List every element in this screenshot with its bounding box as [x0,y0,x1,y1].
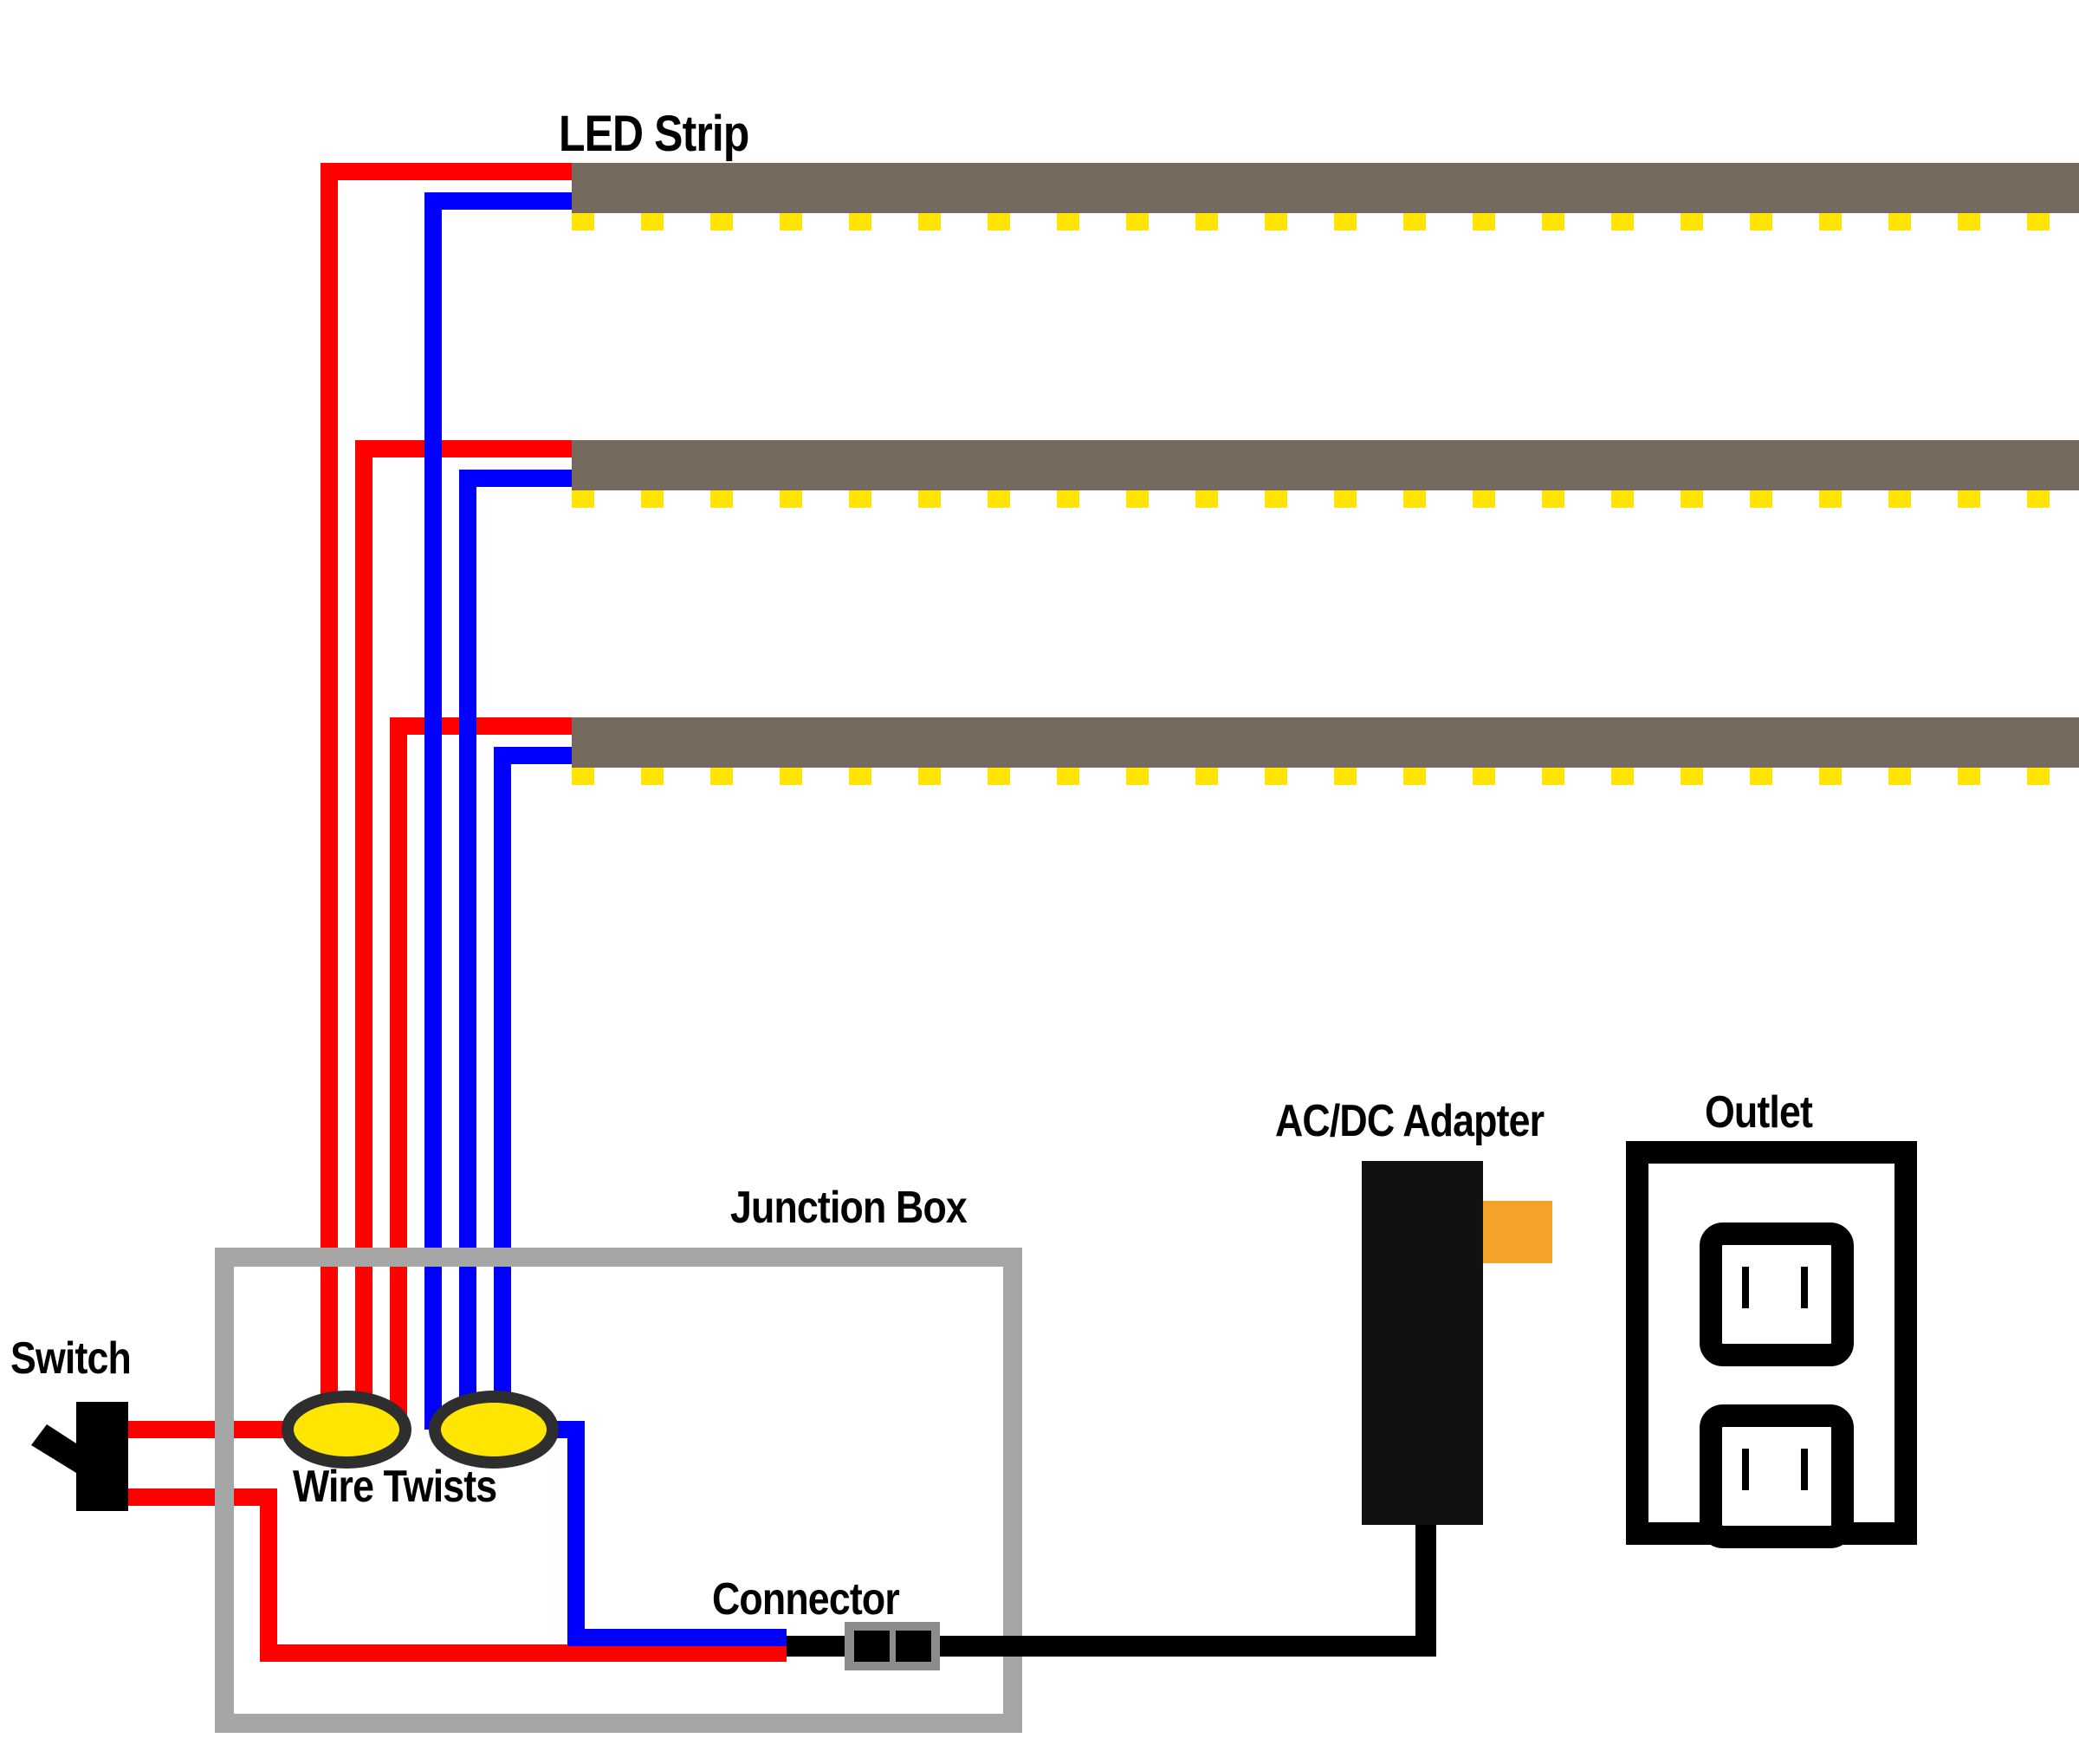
outlet-receptacle-upper[interactable] [1700,1222,1854,1366]
connector-pin-left [854,1631,890,1662]
blue-wire-vertical-3 [494,747,511,1430]
outlet[interactable] [1626,1141,1917,1548]
outlet-slot-upper-right [1801,1267,1808,1308]
wire-twist-positive[interactable] [282,1391,411,1469]
adapter-body [1362,1161,1483,1525]
outlet-receptacle-upper-frame [1700,1222,1854,1366]
red-wire-switch-bottom-leg [121,1488,277,1506]
blue-wire-vertical-2 [459,470,476,1430]
red-wire-return-vertical [260,1488,277,1653]
led-dots-top [572,213,2050,230]
red-wire-branch-bottom [390,717,580,735]
junction-box-wall-bottom [215,1714,1022,1733]
red-wire-vertical-3 [390,717,407,1430]
junction-box[interactable] [215,1248,1022,1733]
led-strip-body-middle [572,440,2079,490]
blue-wire-return-vertical [567,1421,585,1638]
led-strip-body-top [572,163,2079,213]
junction-box-wall-left [215,1248,234,1733]
blue-wire-branch-middle [459,470,582,487]
led-dots-middle [572,490,2050,508]
label-ac-dc-adapter: AC/DC Adapter [1275,1096,1545,1146]
label-junction-box: Junction Box [730,1183,968,1233]
blue-wire-branch-bottom [494,747,582,764]
led-strip-body-bottom [572,717,2079,768]
ac-dc-adapter[interactable] [1362,1161,1552,1525]
label-outlet: Outlet [1705,1087,1813,1138]
led-strip-group-top [572,163,2079,230]
switch-body [76,1402,128,1511]
label-connector: Connector [712,1574,900,1625]
red-wire-branch-middle [355,440,580,457]
led-strip-group-bottom [572,717,2079,785]
red-wire-vertical-2 [355,440,372,1430]
blue-wire-vertical-1 [424,192,442,1430]
blue-wire-branch-top [424,192,582,210]
red-wire-return-horizontal [260,1644,787,1662]
wire-twist-negative[interactable] [429,1391,559,1469]
label-led-strip: LED Strip [559,106,749,162]
switch-toggle-lever [31,1424,76,1473]
wire-twists[interactable] [282,1391,559,1469]
led-dots-bottom [572,768,2050,785]
outlet-receptacle-lower[interactable] [1700,1404,1854,1548]
switch[interactable] [31,1402,128,1511]
label-wire-twists: Wire Twists [293,1462,497,1512]
dc-cable-vertical [1415,1509,1436,1657]
led-strip-group-middle [572,440,2079,508]
outlet-slot-lower-left [1742,1449,1749,1490]
red-wire-vertical-1 [321,163,338,1430]
outlet-receptacle-lower-frame [1700,1404,1854,1548]
junction-box-wall-right [1003,1248,1022,1733]
connector-pin-right [896,1631,931,1662]
adapter-prong-tab [1483,1201,1552,1263]
outlet-slot-lower-right [1801,1449,1808,1490]
connector[interactable] [845,1622,940,1670]
outlet-slot-upper-left [1742,1267,1749,1308]
blue-wire-return-horizontal [567,1629,787,1646]
label-switch: Switch [10,1333,132,1384]
junction-box-wall-top [215,1248,1022,1267]
red-wire-branch-top [321,163,580,180]
